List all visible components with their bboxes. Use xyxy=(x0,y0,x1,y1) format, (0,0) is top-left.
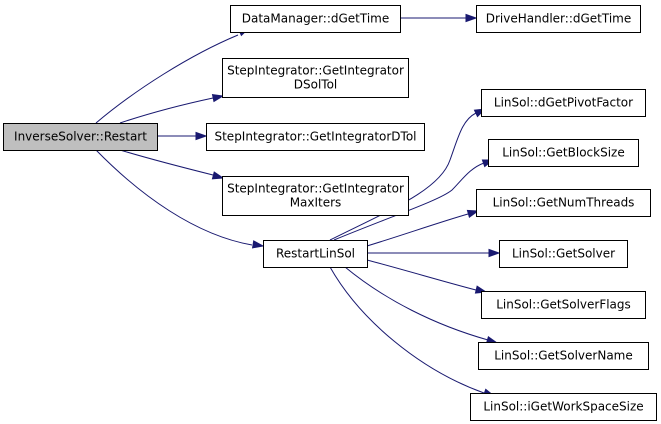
node-ls_block[interactable]: LinSol::GetBlockSize xyxy=(488,139,639,167)
node-box xyxy=(476,5,641,33)
node-dh_dgettime[interactable]: DriveHandler::dGetTime xyxy=(476,5,641,33)
node-restartlinsol[interactable]: RestartLinSol xyxy=(263,240,368,268)
node-label: LinSol::GetSolverName xyxy=(494,349,633,363)
edge-line xyxy=(344,266,489,341)
node-label: LinSol::dGetPivotFactor xyxy=(494,96,633,110)
edge-root-to-restartlinsol xyxy=(95,149,265,249)
node-label: MaxIters xyxy=(290,196,342,210)
edge-root-to-si_maxiters xyxy=(119,149,225,180)
node-ls_solver[interactable]: LinSol::GetSolver xyxy=(499,240,628,268)
arrowhead xyxy=(211,94,225,103)
edge-line xyxy=(95,149,253,246)
node-box xyxy=(222,58,409,98)
edge-root-to-si_dtol xyxy=(157,131,208,141)
edge-restartlinsol-to-ls_solver xyxy=(367,248,501,258)
arrowhead xyxy=(251,240,265,249)
node-box xyxy=(263,240,368,268)
node-ls_threads[interactable]: LinSol::GetNumThreads xyxy=(476,189,651,217)
edge-line xyxy=(329,112,477,241)
edge-restartlinsol-to-ls_threads xyxy=(366,209,480,247)
node-box xyxy=(3,123,158,151)
node-root[interactable]: InverseSolver::Restart xyxy=(3,123,158,151)
node-label: DataManager::dGetTime xyxy=(242,12,390,26)
node-label: LinSol::GetBlockSize xyxy=(502,146,624,160)
edge-restartlinsol-to-ls_flags xyxy=(366,259,488,294)
edge-line xyxy=(366,213,469,247)
node-box xyxy=(206,123,425,151)
nodes-layer: InverseSolver::Restart DataManager::dGetT… xyxy=(3,5,657,421)
edge-dm_dgettime-to-dh_dgettime xyxy=(400,13,478,23)
node-box xyxy=(481,89,646,117)
node-label: LinSol::iGetWorkSpaceSize xyxy=(483,400,643,414)
node-box xyxy=(481,291,646,319)
edge-line xyxy=(119,97,214,124)
arrowhead xyxy=(466,209,480,218)
edge-restartlinsol-to-ls_workspace xyxy=(329,266,496,397)
edge-root-to-si_dsoltol xyxy=(119,94,225,124)
node-label: LinSol::GetSolver xyxy=(512,247,615,261)
node-box xyxy=(476,189,651,217)
edge-line xyxy=(95,34,239,124)
edge-restartlinsol-to-ls_name xyxy=(344,266,499,345)
node-label: DriveHandler::dGetTime xyxy=(486,12,632,26)
edges-layer xyxy=(95,13,501,397)
node-dm_dgettime[interactable]: DataManager::dGetTime xyxy=(230,5,401,33)
node-box xyxy=(470,393,657,421)
edge-line xyxy=(366,259,477,291)
edge-line xyxy=(119,149,214,176)
node-label: StepIntegrator::GetIntegrator xyxy=(227,64,404,78)
node-box xyxy=(488,139,639,167)
node-box xyxy=(478,342,649,370)
arrowhead xyxy=(488,248,501,258)
node-box xyxy=(230,5,401,33)
node-label: LinSol::GetSolverFlags xyxy=(496,298,631,312)
arrowhead xyxy=(195,131,208,141)
node-label: LinSol::GetNumThreads xyxy=(493,196,635,210)
node-si_dtol[interactable]: StepIntegrator::GetIntegratorDTol xyxy=(206,123,425,151)
node-label: RestartLinSol xyxy=(276,247,355,261)
node-label: InverseSolver::Restart xyxy=(14,130,147,144)
node-label: DSolTol xyxy=(294,78,338,92)
node-ls_flags[interactable]: LinSol::GetSolverFlags xyxy=(481,291,646,319)
arrowhead xyxy=(211,171,225,180)
node-label: StepIntegrator::GetIntegratorDTol xyxy=(214,130,416,144)
node-box xyxy=(499,240,628,268)
edge-line xyxy=(333,162,485,241)
node-ls_workspace[interactable]: LinSol::iGetWorkSpaceSize xyxy=(470,393,657,421)
arrowhead xyxy=(465,13,478,23)
node-box xyxy=(222,176,409,216)
edge-line xyxy=(329,266,485,394)
node-ls_pivot[interactable]: LinSol::dGetPivotFactor xyxy=(481,89,646,117)
node-label: StepIntegrator::GetIntegrator xyxy=(227,182,404,196)
node-ls_name[interactable]: LinSol::GetSolverName xyxy=(478,342,649,370)
